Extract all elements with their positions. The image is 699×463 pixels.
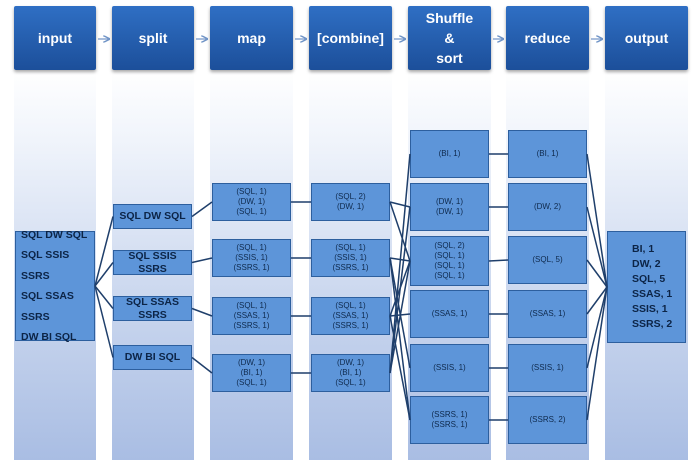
shuffle-box-line: (SQL, 1) <box>434 271 465 280</box>
reduce-box-line: (SQL, 5) <box>532 255 563 264</box>
reduce-box-line: (BI, 1) <box>536 149 559 158</box>
split-box-line: SQL SSIS SSRS <box>128 249 177 275</box>
shuffle-box-line: (SQL, 1) <box>434 251 465 260</box>
map-box: (SQL, 1)(SSAS, 1)(SSRS, 1) <box>212 297 291 335</box>
map-box-line: (SQL, 1) <box>236 187 267 196</box>
map-box-line: (SSRS, 1) <box>233 321 270 330</box>
split-box: DW BI SQL <box>113 345 192 370</box>
input-box-line: SQL SSIS SSRS <box>21 249 70 282</box>
map-box-line: (BI, 1) <box>240 368 263 377</box>
reduce-box: (SQL, 5) <box>508 236 587 284</box>
output-box-line: SSRS, 2 <box>632 318 673 330</box>
map-box-line: (SQL, 1) <box>236 378 267 387</box>
shuffle-box-line: (DW, 1) <box>435 207 464 216</box>
map-box-line: (SQL, 1) <box>236 301 267 310</box>
combine-box-line: (BI, 1) <box>339 368 362 377</box>
map-box-line: (SQL, 1) <box>236 207 267 216</box>
stage-header-output: output <box>605 6 688 70</box>
map-box-line: (SQL, 1) <box>236 243 267 252</box>
shuffle-box-line: (SQL, 2) <box>434 241 465 250</box>
output-box-line: BI, 1 <box>632 243 655 255</box>
shuffle-box-line: (SSRS, 1) <box>431 420 468 429</box>
combine-box-line: (SSRS, 1) <box>332 321 369 330</box>
combine-box-line: (DW, 1) <box>336 358 365 367</box>
combine-box-line: (DW, 1) <box>336 202 365 211</box>
output-box-line: SSAS, 1 <box>632 288 673 300</box>
input-box-line: SQL DW SQL <box>21 228 88 241</box>
combine-box: (SQL, 1)(SSIS, 1)(SSRS, 1) <box>311 239 390 277</box>
combine-box-line: (SQL, 1) <box>335 378 366 387</box>
stage-header-reduce: reduce <box>506 6 589 70</box>
shuffle-box: (SSRS, 1)(SSRS, 1) <box>410 396 489 444</box>
shuffle-box-line: (SQL, 1) <box>434 261 465 270</box>
input-box-line: SQL SSAS SSRS <box>21 290 74 323</box>
input-box-line: DW BI SQL <box>21 331 77 343</box>
reduce-box: (BI, 1) <box>508 130 587 178</box>
split-box-line: DW BI SQL <box>124 351 181 363</box>
shuffle-box-line: (DW, 1) <box>435 197 464 206</box>
input-box: SQL DW SQL SQL SSIS SSRS SQL SSAS SSRS DW B… <box>15 229 95 343</box>
combine-box-line: (SSAS, 1) <box>332 311 369 320</box>
reduce-box: (SSAS, 1) <box>508 290 587 338</box>
combine-box-line: (SSRS, 1) <box>332 263 369 272</box>
shuffle-box-line: (BI, 1) <box>438 149 461 158</box>
combine-box-line: (SQL, 1) <box>335 301 366 310</box>
map-box-line: (SSAS, 1) <box>233 311 270 320</box>
shuffle-box: (SSAS, 1) <box>410 290 489 338</box>
stage-header-shuffle: Shuffle & sort <box>408 6 491 70</box>
stage-header-input: input <box>14 6 96 70</box>
shuffle-box: (DW, 1)(DW, 1) <box>410 183 489 231</box>
reduce-box: (DW, 2) <box>508 183 587 231</box>
map-box: (DW, 1)(BI, 1)(SQL, 1) <box>212 354 291 392</box>
split-box-line: SQL SSAS SSRS <box>126 295 179 321</box>
reduce-box-line: (DW, 2) <box>533 202 562 211</box>
split-box-line: SQL DW SQL <box>119 210 186 222</box>
map-box-line: (DW, 1) <box>237 358 266 367</box>
combine-box-line: (SQL, 1) <box>335 243 366 252</box>
combine-box: (SQL, 1)(SSAS, 1)(SSRS, 1) <box>311 297 390 335</box>
combine-box: (DW, 1)(BI, 1)(SQL, 1) <box>311 354 390 392</box>
output-box-line: DW, 2 <box>632 258 661 270</box>
split-box: SQL SSAS SSRS <box>113 296 192 321</box>
reduce-box-line: (SSRS, 2) <box>529 415 566 424</box>
reduce-box: (SSRS, 2) <box>508 396 587 444</box>
reduce-box-line: (SSIS, 1) <box>531 363 564 372</box>
output-box-line: SSIS, 1 <box>632 303 668 315</box>
reduce-box-line: (SSAS, 1) <box>529 309 566 318</box>
map-box: (SQL, 1)(SSIS, 1)(SSRS, 1) <box>212 239 291 277</box>
shuffle-box-line: (SSRS, 1) <box>431 410 468 419</box>
map-box-line: (SSRS, 1) <box>233 263 270 272</box>
map-box: (SQL, 1)(DW, 1)(SQL, 1) <box>212 183 291 221</box>
reduce-box: (SSIS, 1) <box>508 344 587 392</box>
combine-box-line: (SSIS, 1) <box>334 253 367 262</box>
map-box-line: (DW, 1) <box>237 197 266 206</box>
stage-header-combine: [combine] <box>309 6 392 70</box>
stage-header-split: split <box>112 6 194 70</box>
combine-box-line: (SQL, 2) <box>335 192 366 201</box>
shuffle-box: (BI, 1) <box>410 130 489 178</box>
output-box-line: SQL, 5 <box>632 273 666 285</box>
shuffle-box-line: (SSIS, 1) <box>433 363 466 372</box>
map-box-line: (SSIS, 1) <box>235 253 268 262</box>
split-box: SQL DW SQL <box>113 204 192 229</box>
output-box: BI, 1 DW, 2 SQL, 5 SSAS, 1 SSIS, 1 SSRS, 2 <box>607 231 686 343</box>
shuffle-box: (SQL, 2)(SQL, 1)(SQL, 1)(SQL, 1) <box>410 236 489 286</box>
stage-header-map: map <box>210 6 293 70</box>
shuffle-box: (SSIS, 1) <box>410 344 489 392</box>
split-box: SQL SSIS SSRS <box>113 250 192 275</box>
combine-box: (SQL, 2)(DW, 1) <box>311 183 390 221</box>
shuffle-box-line: (SSAS, 1) <box>431 309 468 318</box>
